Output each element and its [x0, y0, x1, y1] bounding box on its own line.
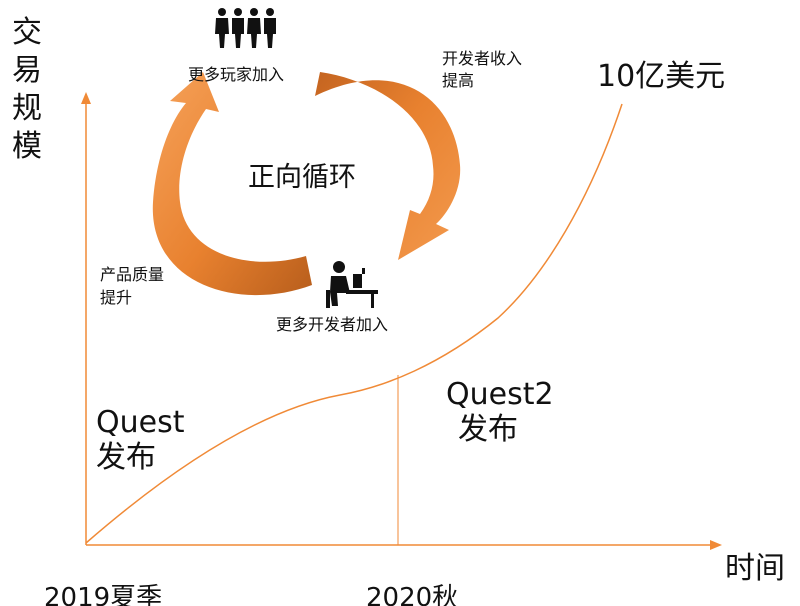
quality-line1: 产品质量	[100, 265, 165, 284]
x-tick-2020-autumn: 2020秋	[366, 583, 459, 606]
y-axis-arrowhead	[81, 92, 91, 104]
developer-income-line1: 开发者收入	[442, 49, 523, 68]
quest2-release-subtitle: 发布	[458, 412, 518, 447]
x-tick-2019-summer: 2019夏季	[44, 583, 163, 606]
x-axis-arrowhead	[710, 540, 722, 550]
end-value-label: 10亿美元	[597, 59, 726, 94]
y-axis-label: 交易规模	[12, 15, 42, 164]
developer-income-line2: 提高	[442, 71, 475, 90]
quest-release-title: Quest	[96, 405, 185, 440]
quest-release-subtitle: 发布	[96, 440, 156, 475]
cycle-title: 正向循环	[248, 162, 356, 193]
people-group-icon	[215, 8, 276, 48]
cycle-arrow-left	[152, 72, 312, 296]
cycle-arrow-right	[315, 72, 461, 260]
quality-line2: 提升	[100, 288, 133, 307]
x-axis-label: 时间	[725, 551, 785, 586]
more-developers-label: 更多开发者加入	[276, 315, 389, 334]
developer-at-desk-icon	[326, 261, 378, 308]
more-players-label: 更多玩家加入	[188, 65, 285, 84]
growth-curve	[85, 103, 623, 544]
quest2-release-title: Quest2	[446, 377, 554, 412]
